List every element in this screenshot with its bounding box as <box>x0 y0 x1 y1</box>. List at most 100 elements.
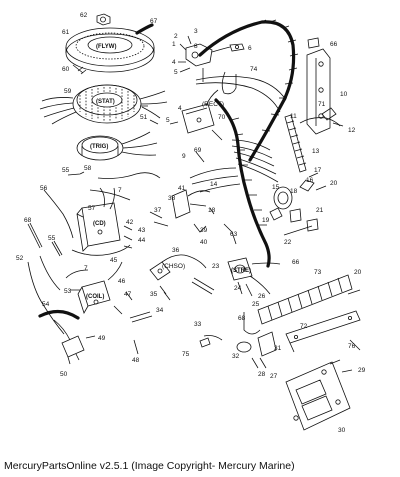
callout-74: 74 <box>250 66 258 73</box>
callout-45: 45 <box>110 257 118 264</box>
switch-19[interactable] <box>269 207 283 221</box>
callout-15: 15 <box>272 184 280 191</box>
callout-32: 32 <box>232 353 240 360</box>
callout-3: 3 <box>194 28 198 35</box>
cd-mount-leads <box>99 187 115 210</box>
choke-solenoid[interactable] <box>149 261 171 281</box>
screws-47 <box>113 291 133 315</box>
screw-18-centre <box>209 207 215 215</box>
cd-label: (CD) <box>93 221 106 227</box>
callout-58: 58 <box>84 165 92 172</box>
flywheel-nut[interactable] <box>96 13 111 26</box>
copyright-caption: MercuryPartsOnline v2.5.1 (Image Copyrig… <box>4 460 295 472</box>
callout-34: 34 <box>156 307 164 314</box>
battery-cable-32[interactable] <box>236 341 252 353</box>
starter-solenoid[interactable] <box>273 186 293 210</box>
fuse-holder-31[interactable] <box>257 331 277 357</box>
main-harness-lower <box>214 98 271 268</box>
flywheel[interactable]: (FLYW) <box>65 27 155 73</box>
coil-leads <box>65 269 89 291</box>
main-harness-upper <box>198 20 296 162</box>
lead-52b <box>39 255 61 291</box>
callout-19: 19 <box>262 217 270 224</box>
lead-56 <box>43 189 74 239</box>
callout-71: 71 <box>318 101 326 108</box>
callout-51: 51 <box>140 114 148 121</box>
callout-68b: 68 <box>238 315 246 322</box>
callout-43: 43 <box>138 227 146 234</box>
callout-66b: 66 <box>292 259 300 266</box>
callout-4a: 4 <box>172 59 176 66</box>
bracket-34[interactable] <box>129 311 153 323</box>
terminal-6[interactable] <box>229 43 245 52</box>
callout-44: 44 <box>138 237 146 244</box>
backing-plate-72[interactable] <box>285 310 361 344</box>
callout-21: 21 <box>316 207 324 214</box>
rectifier[interactable] <box>181 103 215 134</box>
callout-9: 9 <box>182 153 186 160</box>
rectifier-lead <box>205 89 219 107</box>
callout-70: 70 <box>218 114 226 121</box>
harness-branch-upper <box>195 76 287 113</box>
panel-30[interactable] <box>285 361 351 431</box>
callout-60: 60 <box>62 66 70 73</box>
plug-75-body[interactable] <box>199 337 211 348</box>
stator[interactable]: (STAT) <box>72 84 142 124</box>
callout-46: 46 <box>118 278 126 285</box>
cover-21[interactable] <box>306 218 319 232</box>
clip-39-40 <box>193 223 207 233</box>
screw-12 <box>332 122 344 127</box>
callout-chso-label: (CHSO) <box>162 263 185 270</box>
screw-69 <box>195 151 205 163</box>
terminal-6-lead <box>211 46 231 53</box>
screws-37 <box>149 211 169 227</box>
harness-branch-left <box>189 167 241 193</box>
callout-35: 35 <box>150 291 158 298</box>
module-38[interactable] <box>171 189 191 219</box>
plate-22[interactable] <box>289 208 302 223</box>
bracket-10[interactable] <box>306 48 331 135</box>
callout-20a: 20 <box>330 180 338 187</box>
clip-63 <box>223 223 237 245</box>
callout-61: 61 <box>62 29 70 36</box>
clip-71[interactable] <box>321 107 337 121</box>
callout-49: 49 <box>98 335 106 342</box>
callout-30: 30 <box>338 427 346 434</box>
callout-42: 42 <box>126 219 134 226</box>
bolt-60 <box>72 64 84 74</box>
callout-18a: 18 <box>290 188 298 195</box>
callout-22: 22 <box>284 239 292 246</box>
callout-18b: 18 <box>208 207 216 214</box>
callout-54: 54 <box>42 301 50 308</box>
callout-75: 75 <box>182 351 190 358</box>
bolt-48 <box>133 339 139 355</box>
terminal-strip-73[interactable] <box>257 274 353 325</box>
lead-52 <box>27 261 65 335</box>
ignition-coil[interactable]: (COIL) <box>77 280 111 314</box>
callout-47: 47 <box>124 291 132 298</box>
callout-numbers: 62 67 61 60 59 58 51 2 3 1 4 5 6 74 66 1… <box>16 12 366 434</box>
trigger[interactable]: (TRIG) <box>76 135 124 161</box>
screws-51 <box>140 105 159 125</box>
callout-37: 37 <box>154 207 162 214</box>
callout-14: 14 <box>210 181 218 188</box>
terminal-block-13[interactable] <box>284 114 307 173</box>
callout-57: 57 <box>88 205 96 212</box>
callout-41: 41 <box>178 185 186 192</box>
callout-28: 28 <box>258 371 266 378</box>
clamp-11 <box>299 117 341 127</box>
trig-label: (TRIG) <box>90 144 108 150</box>
strip-72-edge <box>289 342 295 353</box>
strap-33 <box>191 277 215 295</box>
harness-tape-wraps <box>257 19 299 132</box>
cd-module[interactable]: (CD) <box>76 202 121 252</box>
choke-leads <box>161 254 207 269</box>
screws-24-25 <box>237 281 253 297</box>
relay-17[interactable] <box>299 179 315 192</box>
harness-lower-wraps <box>230 117 267 226</box>
leader-22 <box>283 225 313 236</box>
stre-leads <box>249 262 281 295</box>
clip-66-top[interactable] <box>307 37 320 49</box>
spark-plug-boot-50[interactable] <box>61 335 85 365</box>
starter-relay[interactable]: (STRE) <box>227 257 253 281</box>
